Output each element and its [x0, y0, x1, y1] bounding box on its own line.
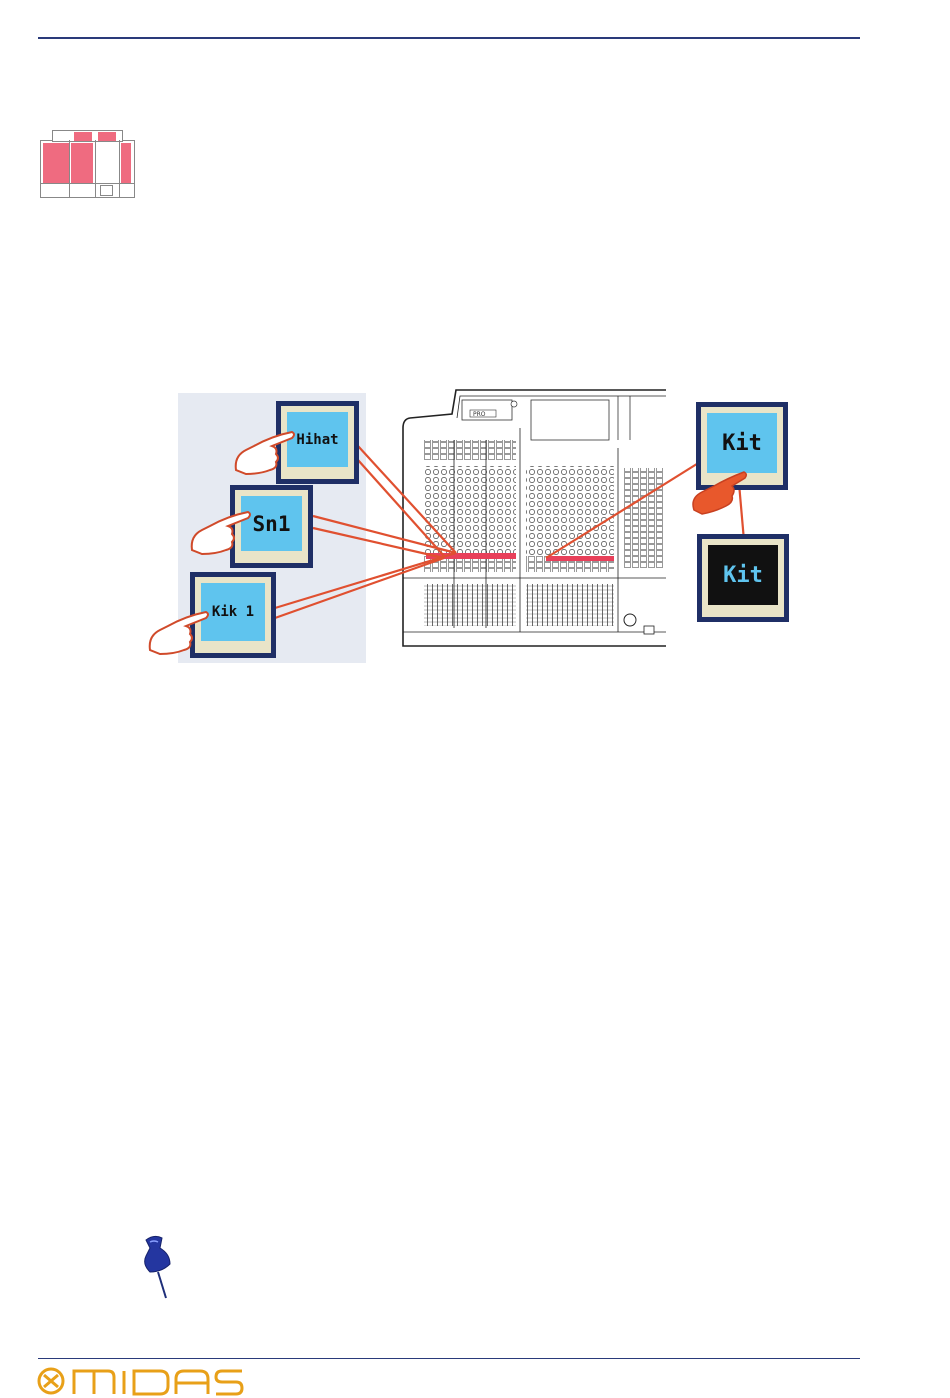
footer-rule [38, 1358, 860, 1359]
pointing-hand-icon [232, 426, 296, 478]
group-label-kit: Kit [707, 413, 777, 473]
assignment-lines [0, 0, 950, 700]
midas-logo [36, 1366, 246, 1398]
pointing-hand-icon [188, 506, 252, 558]
pointing-hand-pressing-icon [690, 470, 750, 516]
channel-label-hihat: Hihat [287, 412, 348, 467]
group-button-kit-selected[interactable]: Kit [697, 534, 789, 622]
pointing-hand-icon [146, 606, 210, 658]
note-pushpin-icon [140, 1234, 180, 1300]
group-label-kit-selected: Kit [708, 545, 778, 605]
channel-label-kik1: Kik 1 [201, 583, 265, 641]
